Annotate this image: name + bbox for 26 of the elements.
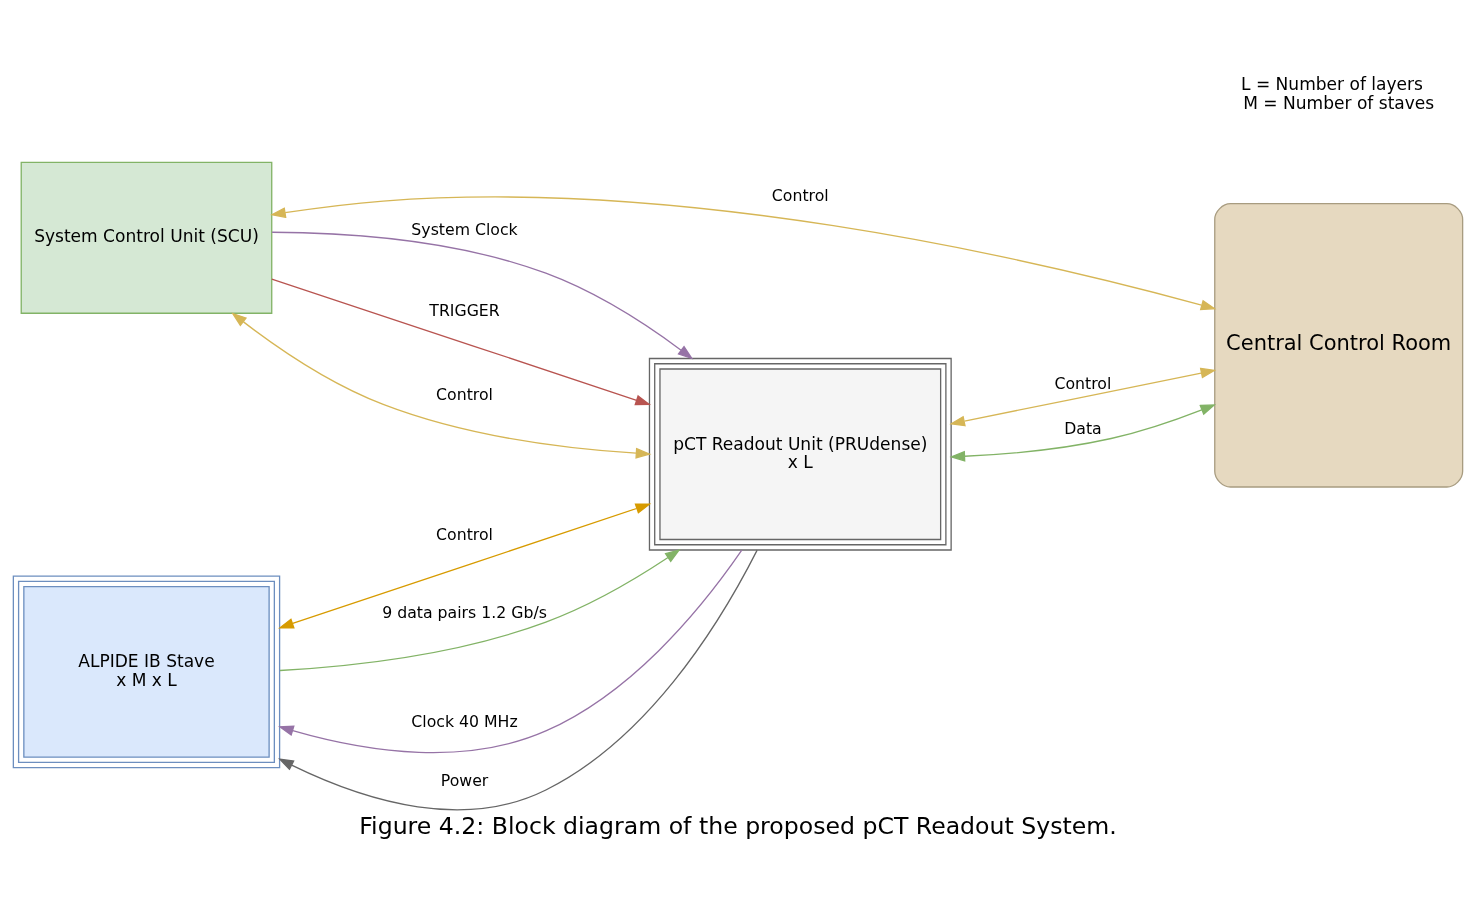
node-box: Central Control Room <box>1214 203 1464 488</box>
caption: Figure 4.2: Block diagram of the proposed pCT Readout System. <box>359 812 1117 841</box>
node-box: ALPIDE IB Stave x M x L <box>12 575 281 769</box>
arrow <box>271 278 652 406</box>
edge-label: Control <box>771 185 829 205</box>
arrow <box>278 549 743 754</box>
arrow <box>278 549 758 811</box>
arrow <box>231 312 652 459</box>
arrow <box>270 196 1217 311</box>
edge-label: System Clock <box>411 219 518 239</box>
edge-label: 9 data pairs 1.2 Gb/s <box>382 602 547 622</box>
arrow <box>949 404 1217 462</box>
node-box: System Control Unit (SCU) <box>20 161 273 314</box>
edge-label: Control <box>436 525 493 545</box>
edge-label: Power <box>440 770 489 790</box>
edge-label: Clock 40 MHz <box>411 711 518 731</box>
edge-label: Control <box>436 384 493 404</box>
label: L = Number of layers <box>1240 74 1423 95</box>
arrow <box>949 367 1217 427</box>
edge-label: TRIGGER <box>429 300 500 320</box>
arrow <box>271 231 694 360</box>
arrow <box>278 503 652 629</box>
edge-label: Data <box>1064 419 1102 439</box>
edge-label: Control <box>1054 374 1112 394</box>
node-box: pCT Readout Unit (PRUdense) x L <box>648 357 952 551</box>
arrow <box>279 549 681 672</box>
